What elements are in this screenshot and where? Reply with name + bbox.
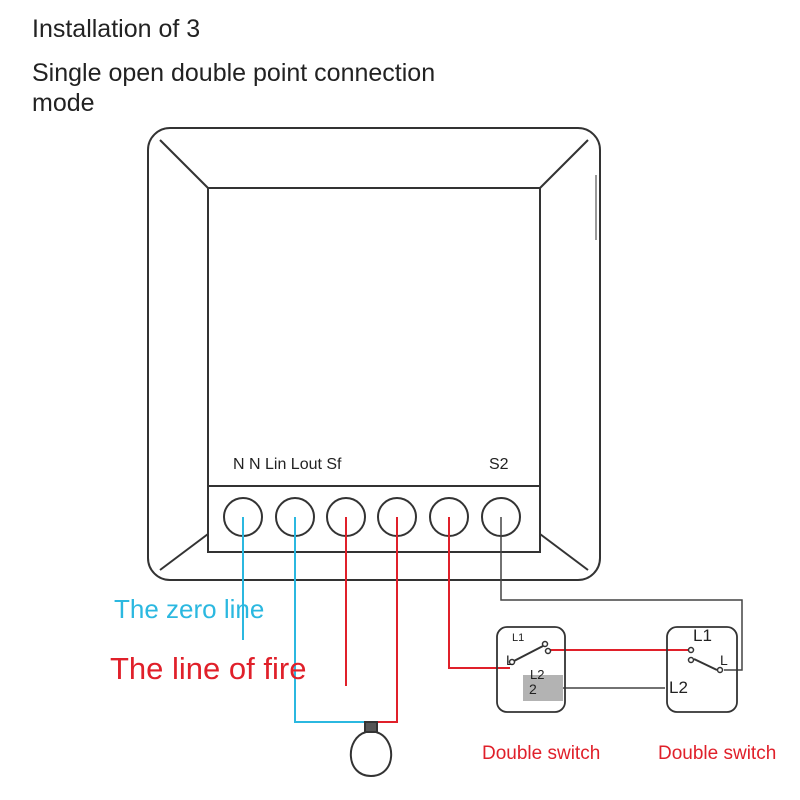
left-switch-l: L <box>506 652 514 668</box>
terminal-block <box>207 485 541 553</box>
right-switch-l: L <box>720 652 728 668</box>
right-switch-caption: Double switch <box>658 743 776 764</box>
left-switch-l1: L1 <box>512 632 524 644</box>
terminal-housing <box>207 485 541 553</box>
terminal-labels: N N Lin Lout Sf <box>233 456 342 473</box>
left-switch-l2: L2 <box>530 667 544 682</box>
fire-line-label: The line of fire <box>110 651 306 686</box>
right-switch-l1: L1 <box>693 626 712 645</box>
light-bulb-icon <box>349 721 393 778</box>
left-switch-tag: 2 <box>529 681 537 697</box>
diagram-subtitle: Single open double point connection mode <box>32 59 436 117</box>
diagram-title: Installation of 3 <box>32 15 201 43</box>
zero-line-label: The zero line <box>114 594 264 624</box>
zero-line-wire-lamp <box>294 517 369 723</box>
double-switch-right: L1 L L2 <box>666 626 738 713</box>
right-switch-l2: L2 <box>669 678 688 697</box>
left-switch-caption: Double switch <box>482 743 600 764</box>
module-outer-frame <box>147 127 601 581</box>
double-switch-left: L1 L L2 2 <box>496 626 566 713</box>
switch-module <box>147 127 601 581</box>
switch-tag <box>523 675 563 701</box>
sf-to-switch-wire <box>448 517 510 669</box>
lout-to-lamp-wire <box>376 517 398 723</box>
module-inner-panel <box>207 187 541 487</box>
s2-label: S2 <box>489 456 509 473</box>
s2-wire <box>500 517 743 671</box>
